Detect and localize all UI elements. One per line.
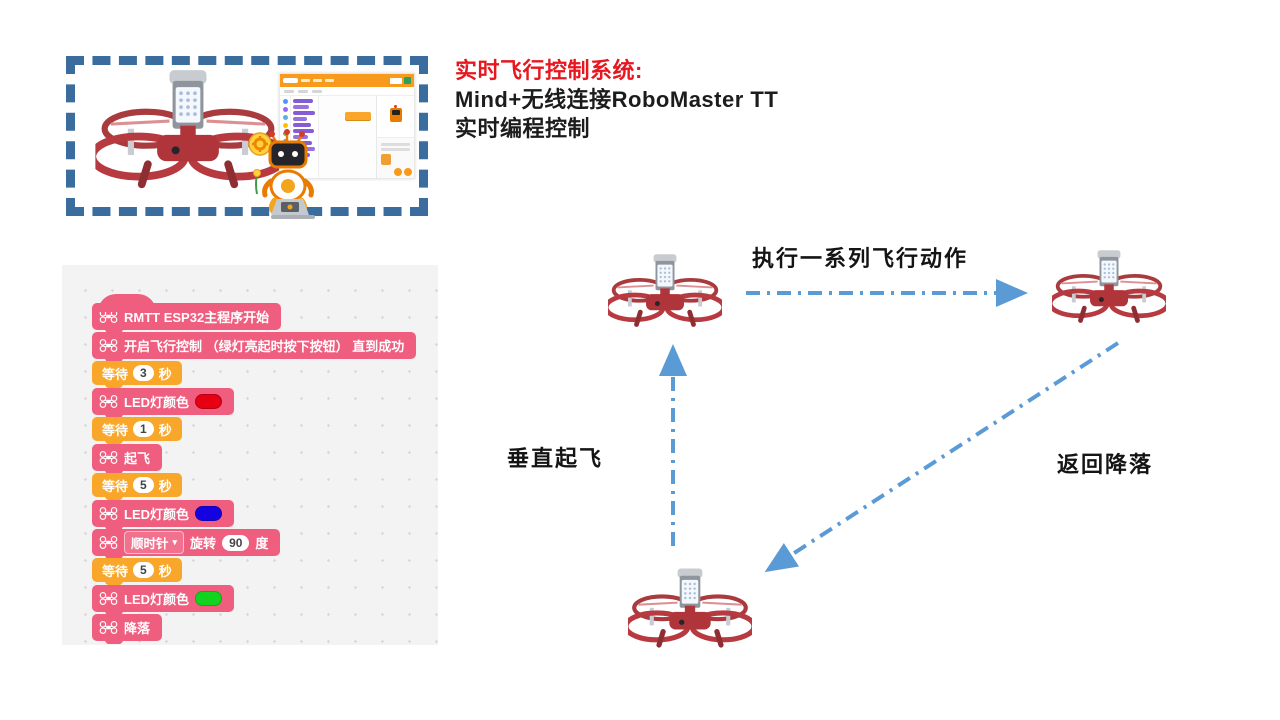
drone-icon: [99, 338, 118, 353]
mindplus-header: [280, 74, 414, 87]
block-wait: 等待 1 秒: [92, 417, 182, 444]
block-led-color-red: LED灯颜色: [92, 388, 235, 418]
drone-icon: [99, 620, 118, 635]
wait-seconds-value: 3: [133, 365, 154, 381]
block-rotate: 顺时针 ▾ 旋转 90 度: [92, 529, 281, 559]
mindplus-zoom-buttons: [394, 168, 412, 176]
block-wait: 等待 5 秒: [92, 558, 182, 585]
title-line-1: 实时飞行控制系统:: [455, 58, 643, 83]
rotate-direction-dropdown: 顺时针 ▾: [124, 531, 185, 554]
drone-right: [1052, 248, 1166, 336]
robot-sprite: [390, 105, 402, 122]
title-line-3: 实时编程控制: [455, 116, 591, 141]
led-color-swatch: [195, 394, 223, 409]
mindplus-canvas: [319, 96, 376, 178]
title-line-2: Mind+无线连接RoboMaster TT: [455, 87, 779, 112]
block-led-color-blue: LED灯颜色: [92, 500, 235, 530]
mindplus-toolbar: [280, 87, 414, 96]
drone-icon: [99, 394, 118, 409]
wait-seconds-value: 1: [133, 421, 154, 437]
label-vertical-takeoff: 垂直起飞: [507, 446, 604, 471]
mindplus-logo: [283, 78, 298, 83]
label-fly-sequence: 执行一系列飞行动作: [752, 246, 969, 271]
slide-title: 实时飞行控制系统: Mind+无线连接RoboMaster TT 实时编程控制: [455, 56, 778, 143]
block-main-start: RMTT ESP32主程序开始: [92, 294, 282, 333]
drone-icon: [99, 309, 118, 324]
block-wait: 等待 3 秒: [92, 361, 182, 388]
block-led-color-green: LED灯颜色: [92, 585, 235, 615]
mindplus-stage-panel: [376, 96, 414, 178]
code-panel: RMTT ESP32主程序开始 开启飞行控制 （绿灯亮起时按下按钮） 直到成功 …: [62, 265, 438, 645]
drone-icon: [99, 535, 118, 550]
rotate-degrees-value: 90: [222, 534, 250, 551]
led-color-swatch: [195, 506, 223, 521]
drone-bottom: [628, 566, 752, 662]
block-takeoff: 起飞: [92, 444, 163, 474]
sprite-thumbnail: [381, 154, 391, 165]
wait-seconds-value: 5: [133, 562, 154, 578]
flight-path-arrows: [659, 279, 1120, 573]
drone-icon: [99, 450, 118, 465]
block-land: 降落: [92, 614, 163, 644]
mindplus-canvas-block: [345, 112, 371, 120]
robot-mascot: [248, 129, 315, 219]
block-wait: 等待 5 秒: [92, 473, 182, 500]
wait-seconds-value: 5: [133, 477, 154, 493]
block-enable-flight-control: 开启飞行控制 （绿灯亮起时按下按钮） 直到成功: [92, 332, 417, 362]
drone-icon: [99, 506, 118, 521]
label-return-land: 返回降落: [1057, 452, 1154, 477]
intro-box: [66, 56, 428, 219]
led-color-swatch: [195, 591, 223, 606]
block-label: RMTT ESP32主程序开始: [124, 310, 270, 325]
block-label: 开启飞行控制 （绿灯亮起时按下按钮） 直到成功: [124, 339, 405, 354]
drone-top: [608, 252, 722, 340]
block-stack: RMTT ESP32主程序开始 开启飞行控制 （绿灯亮起时按下按钮） 直到成功 …: [92, 294, 417, 644]
drone-icon: [99, 591, 118, 606]
chevron-down-icon: ▾: [172, 537, 178, 547]
arrow-return-land: [764, 341, 1120, 573]
